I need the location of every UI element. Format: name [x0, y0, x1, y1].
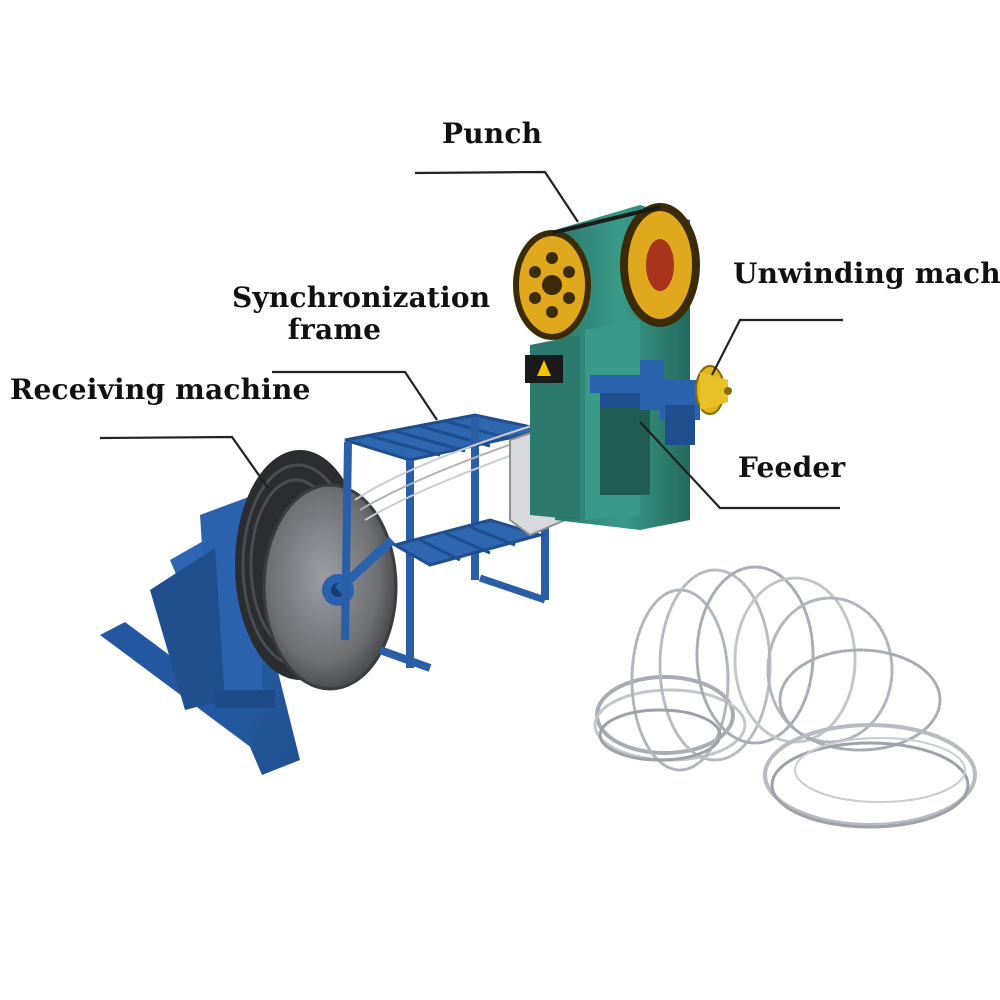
receiving-machine — [100, 450, 396, 775]
label-unwinding-machine: Unwinding machine — [733, 258, 1000, 290]
label-punch: Punch — [442, 118, 542, 150]
label-receiving-machine: Receiving machine — [10, 374, 311, 406]
punch-press — [516, 205, 696, 530]
leader-unwinding — [712, 320, 843, 375]
leader-receiving — [100, 437, 268, 488]
label-feeder: Feeder — [738, 452, 845, 484]
label-synchronization-frame: Synchronization frame — [232, 282, 437, 346]
label-synchronization-line1: Synchronization — [232, 282, 437, 314]
leader-punch — [415, 172, 578, 222]
razor-wire-coil — [595, 567, 975, 827]
label-synchronization-line2: frame — [232, 314, 437, 346]
